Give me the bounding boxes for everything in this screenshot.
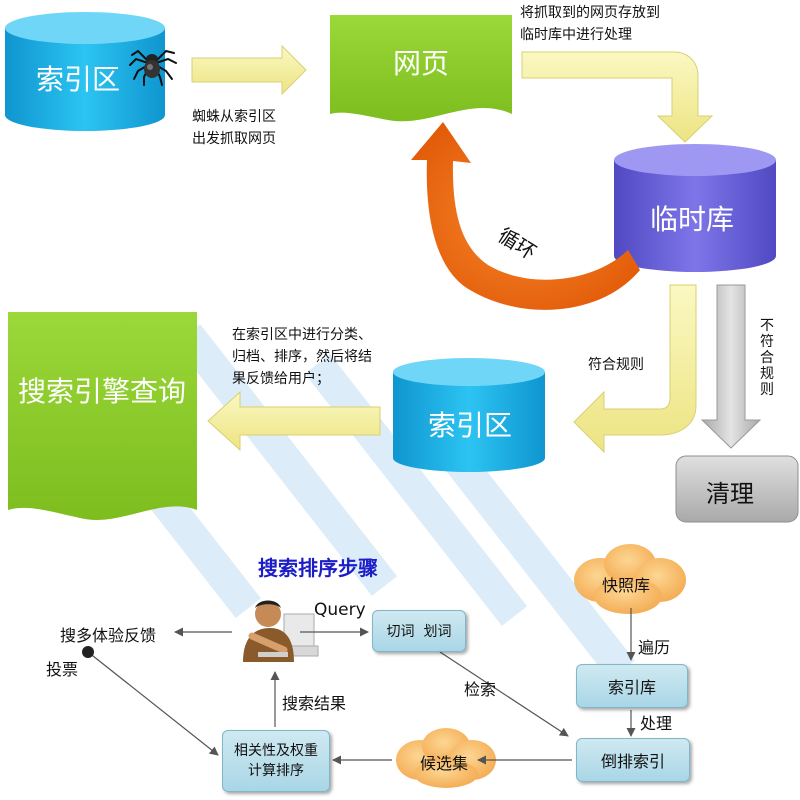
flow-connectors bbox=[87, 608, 636, 765]
arrow-index-to-webpage bbox=[191, 44, 307, 96]
search-results-label: 搜索结果 bbox=[282, 694, 347, 713]
snapshot-cloud bbox=[574, 544, 686, 614]
webpage-label: 网页 bbox=[393, 47, 450, 80]
relevance-line: 相关性及权重 bbox=[234, 743, 318, 759]
match-rule-label: 符合规则 bbox=[588, 357, 644, 373]
spider-icon bbox=[129, 49, 177, 86]
vote-dot bbox=[82, 646, 94, 658]
arrow-tempdb-to-cleanup bbox=[700, 284, 762, 449]
query-label: Query bbox=[314, 600, 366, 620]
search-query-label: 搜索引擎查询 bbox=[18, 375, 187, 408]
process-label: 处理 bbox=[640, 714, 673, 733]
candidates-cloud bbox=[396, 728, 496, 788]
no-match-rule-char: 不 bbox=[760, 318, 774, 334]
segmentation-box: 切词 划词 bbox=[372, 610, 466, 652]
classify-note-line: 归档、排序，然后将结 bbox=[232, 349, 372, 365]
index-zone-cylinder-top bbox=[5, 12, 165, 131]
snapshot-db-label: 快照库 bbox=[602, 576, 651, 595]
loop-arrow bbox=[411, 122, 640, 310]
no-match-rule-char: 则 bbox=[760, 382, 774, 398]
feedback-label: 搜多体验反馈 bbox=[60, 626, 157, 645]
arrow-index-to-search-query bbox=[207, 390, 381, 452]
no-match-rule-char: 合 bbox=[760, 350, 774, 366]
no-match-rule-char: 符 bbox=[760, 334, 774, 350]
arrow-tempdb-to-index-zone bbox=[573, 284, 697, 454]
temp-db-label: 临时库 bbox=[650, 203, 735, 236]
index-zone-cylinder-middle bbox=[393, 358, 545, 472]
store-note-line: 临时库中进行处理 bbox=[520, 27, 632, 43]
store-note: 将抓取到的网页存放到 临时库中进行处理 bbox=[520, 2, 660, 46]
store-note-line: 将抓取到的网页存放到 bbox=[520, 5, 660, 21]
inverted-index-box: 倒排索引 bbox=[576, 738, 690, 782]
index-db-box: 索引库 bbox=[576, 664, 688, 708]
vote-label: 投票 bbox=[46, 660, 79, 679]
no-match-rule-label: 不 符 合 规 则 bbox=[758, 318, 776, 398]
classify-note-line: 果反馈给用户； bbox=[232, 371, 330, 387]
cleanup-box bbox=[675, 455, 799, 523]
search-query-document bbox=[8, 312, 197, 520]
arrow-webpage-to-tempdb bbox=[521, 51, 714, 143]
no-match-rule-char: 规 bbox=[760, 366, 774, 382]
traverse-label: 遍历 bbox=[638, 638, 671, 657]
temp-db-cylinder bbox=[614, 144, 776, 272]
index-zone-label-middle: 索引区 bbox=[428, 409, 513, 442]
webpage-document bbox=[330, 15, 512, 122]
bottom-title: 搜索排序步骤 bbox=[258, 556, 378, 580]
relevance-box: 相关性及权重 计算排序 bbox=[222, 730, 330, 792]
spider-note: 蜘蛛从索引区 出发抓取网页 bbox=[192, 106, 276, 150]
candidates-label: 候选集 bbox=[420, 754, 469, 773]
index-zone-label-top: 索引区 bbox=[36, 63, 121, 96]
classify-note: 在索引区中进行分类、 归档、排序，然后将结 果反馈给用户； bbox=[232, 324, 372, 390]
classify-note-line: 在索引区中进行分类、 bbox=[232, 327, 372, 343]
spider-note-line: 出发抓取网页 bbox=[192, 131, 276, 147]
retrieve-label: 检索 bbox=[464, 680, 497, 699]
person-at-computer-icon bbox=[243, 600, 319, 662]
cleanup-label: 清理 bbox=[706, 480, 754, 508]
relevance-line: 计算排序 bbox=[248, 763, 304, 779]
spider-note-line: 蜘蛛从索引区 bbox=[192, 109, 276, 125]
